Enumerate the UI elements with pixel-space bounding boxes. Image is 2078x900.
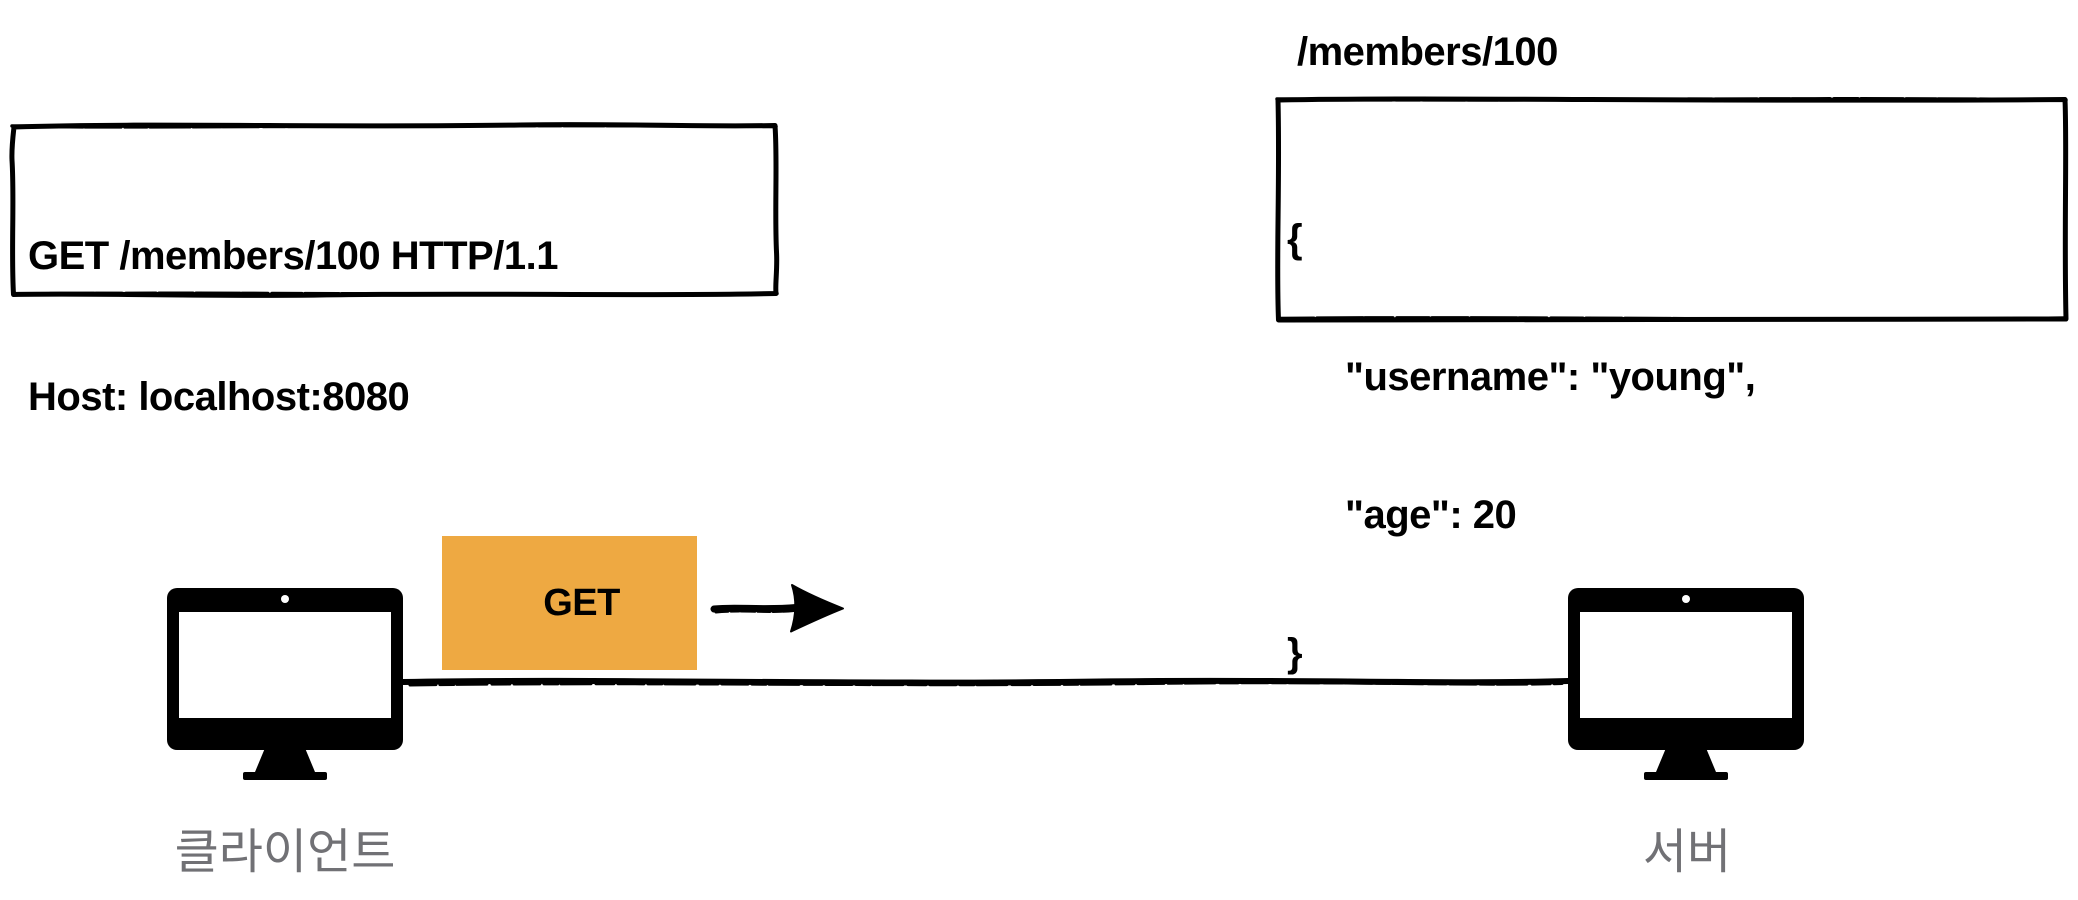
json-age-line: "age": 20 [1345,493,1517,537]
host-header-line: Host: localhost:8080 [28,375,410,419]
client-label: 클라이언트 [174,826,396,879]
response-path-title: /members/100 [1297,30,1558,74]
get-method-box: GET [442,536,697,670]
http-request-text: GET /members/100 HTTP/1.1 Host: localhos… [28,139,558,515]
response-json-text: { "username": "young", "age": 20 } [1287,124,1756,768]
json-brace-close: } [1287,631,1303,675]
server-label: 서버 [1642,826,1732,879]
client-monitor-icon [167,588,403,780]
response-box-border [1275,96,2069,323]
request-box-border [9,122,780,298]
json-username-line: "username": "young", [1345,355,1756,399]
get-method-label: GET [543,581,620,624]
connection-line [400,677,1571,687]
request-arrow-icon [710,584,844,633]
request-line: GET /members/100 HTTP/1.1 [28,234,558,278]
json-brace-open: { [1287,217,1303,261]
